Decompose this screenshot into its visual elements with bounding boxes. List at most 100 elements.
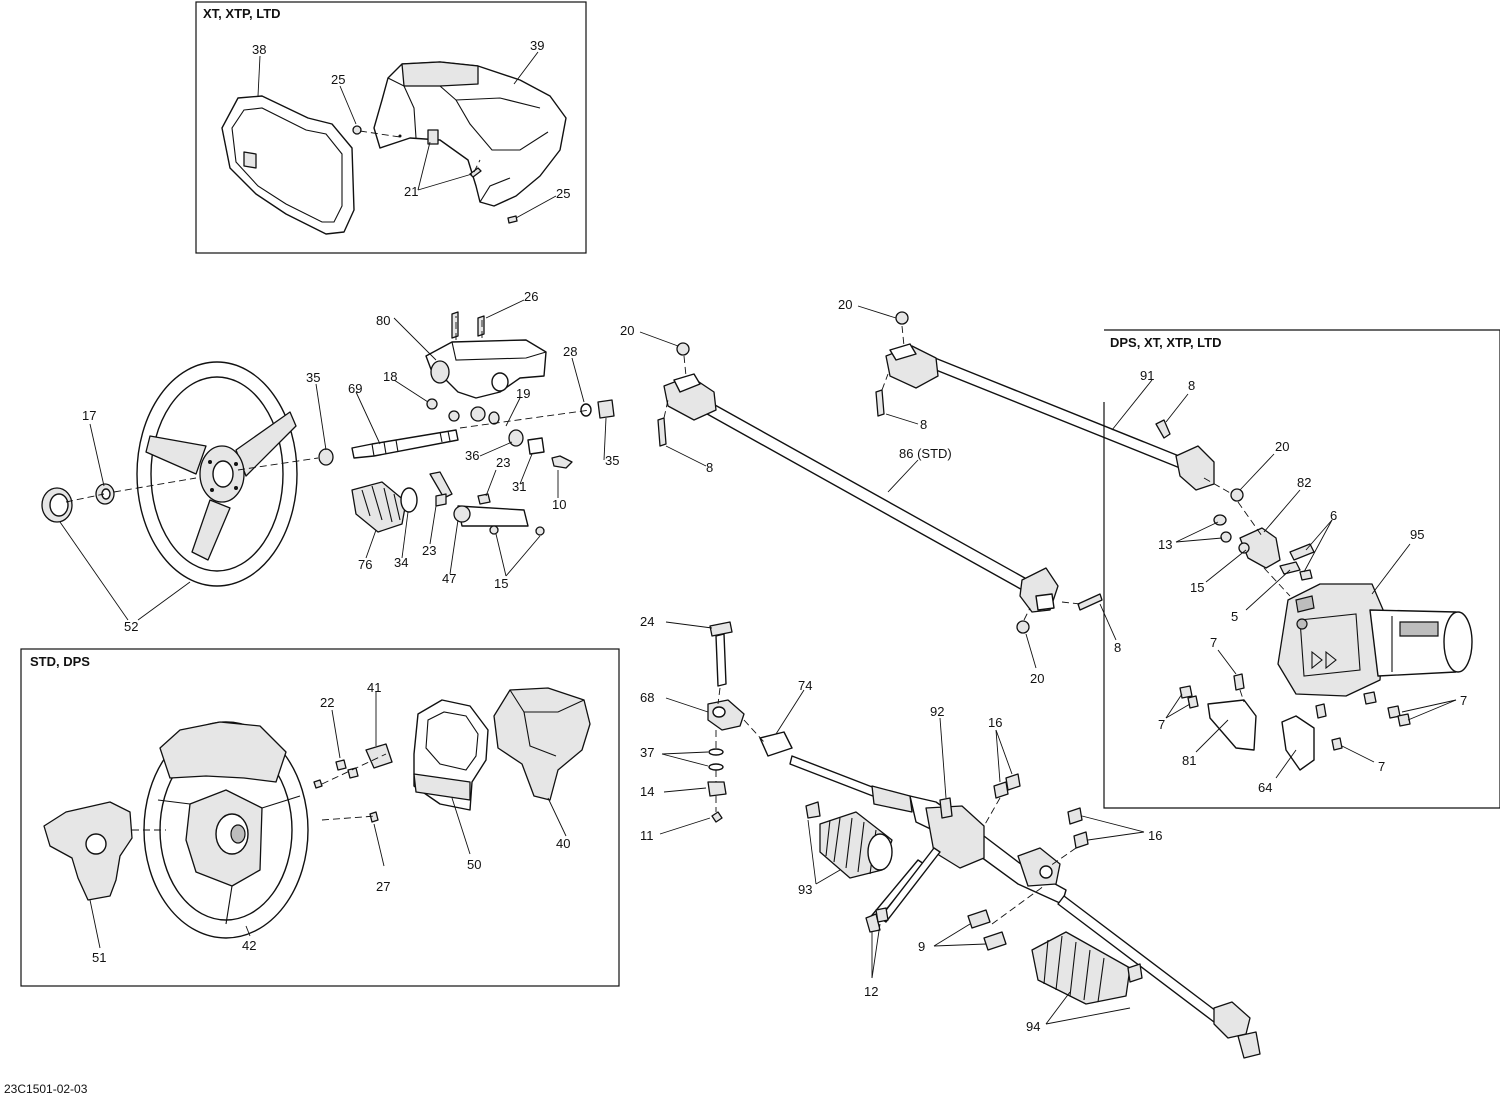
callout-24: 24 (640, 614, 654, 629)
callout-41: 41 (367, 680, 381, 695)
callout-14: 14 (640, 784, 654, 799)
gauge-bezel-std-part (413, 699, 489, 811)
callout-25-lower: 25 (556, 186, 570, 201)
screw-27-part (369, 811, 379, 823)
callout-50: 50 (467, 857, 481, 872)
steering-wheel-assembly: 17 52 35 69 80 26 18 28 19 35 36 23 31 1… (41, 289, 619, 634)
callout-47: 47 (442, 571, 456, 586)
pin-11-part (711, 811, 723, 823)
bushing-35-right-part (597, 399, 615, 419)
callout-95: 95 (1410, 527, 1424, 542)
nut-20-d-part (1230, 488, 1244, 502)
callout-51: 51 (92, 950, 106, 965)
box-title-dps: DPS, XT, XTP, LTD (1110, 335, 1221, 350)
callout-93: 93 (798, 882, 812, 897)
steering-wheel-part (136, 361, 298, 587)
callout-25-upper: 25 (331, 72, 345, 87)
callout-76: 76 (358, 557, 372, 572)
callout-20-b: 20 (1030, 671, 1044, 686)
bellow-94-part (1031, 931, 1131, 1005)
callout-86: 86 (STD) (899, 446, 952, 461)
callout-94: 94 (1026, 1019, 1040, 1034)
callout-35-right: 35 (605, 453, 619, 468)
callout-17: 17 (82, 408, 96, 423)
callout-18: 18 (383, 369, 397, 384)
clamp-94-part (1127, 963, 1143, 983)
intermediate-shaft-dps: 20 8 (838, 297, 1215, 491)
column-bracket-part (425, 311, 547, 399)
callout-9: 9 (918, 939, 925, 954)
callout-34: 34 (394, 555, 408, 570)
box-title-std-dps: STD, DPS (30, 654, 90, 669)
callout-37: 37 (640, 745, 654, 760)
callout-26: 26 (524, 289, 538, 304)
callout-7-c: 7 (1460, 693, 1467, 708)
horn-switch-41-part (365, 743, 393, 769)
callout-19: 19 (516, 386, 530, 401)
screw-22-part (335, 759, 347, 771)
callout-13: 13 (1158, 537, 1172, 552)
callout-23-upper: 23 (496, 455, 510, 470)
callout-40: 40 (556, 836, 570, 851)
washer-37-b-part (708, 763, 724, 771)
box-dps: DPS, XT, XTP, LTD (1103, 329, 1500, 809)
column-cover-part (373, 61, 567, 207)
callout-23-lower: 23 (422, 543, 436, 558)
box-std-dps: STD, DPS (20, 648, 620, 987)
nut-18-part (426, 398, 438, 410)
shaft-86-part (699, 399, 1033, 593)
callout-16-upper: 16 (988, 715, 1002, 730)
callout-15-right: 15 (1190, 580, 1204, 595)
callout-31: 31 (512, 479, 526, 494)
nut-14-part (707, 781, 727, 797)
callout-35-left: 35 (306, 370, 320, 385)
box-xt-xtp-ltd: XT, XTP, LTD (195, 1, 587, 254)
callout-7-a: 7 (1210, 635, 1217, 650)
bolt-24-part (709, 621, 733, 637)
washer-28-part (580, 403, 592, 417)
box-title-xt-xtp-ltd: XT, XTP, LTD (203, 6, 281, 21)
callout-68: 68 (640, 690, 654, 705)
callout-10: 10 (552, 497, 566, 512)
washer-37-a-part (708, 748, 724, 756)
bellow-76-part (351, 481, 407, 533)
callout-8-a: 8 (706, 460, 713, 475)
ring-34-part (400, 487, 418, 513)
callout-36: 36 (465, 448, 479, 463)
callout-27: 27 (376, 879, 390, 894)
callout-80: 80 (376, 313, 390, 328)
steering-column-part (351, 429, 459, 459)
callout-92: 92 (930, 704, 944, 719)
callout-20-a: 20 (620, 323, 634, 338)
bracket-81-part (1207, 699, 1257, 751)
bolt-8-c-part (875, 389, 885, 417)
callout-52: 52 (124, 619, 138, 634)
callout-22: 22 (320, 695, 334, 710)
callout-69: 69 (348, 381, 362, 396)
callout-15-left: 15 (494, 576, 508, 591)
callout-20-c: 20 (838, 297, 852, 312)
callout-8-c: 8 (920, 417, 927, 432)
callout-21: 21 (404, 184, 418, 199)
callout-7-d: 7 (1378, 759, 1385, 774)
bolt-8-a-part (657, 417, 667, 447)
callout-8-d: 8 (1188, 378, 1195, 393)
rack-housing-part (909, 795, 1067, 905)
callout-82: 82 (1297, 475, 1311, 490)
column-cover-std-part (493, 687, 591, 801)
bushing-35-part (318, 448, 334, 466)
bolt-8-d-part (1155, 419, 1171, 439)
sleeve-74-part (759, 731, 793, 757)
callout-91: 91 (1140, 368, 1154, 383)
joint-82-part (1239, 527, 1281, 569)
callout-11: 11 (640, 828, 654, 843)
bellow-93-part (819, 811, 893, 879)
callout-6: 6 (1330, 508, 1337, 523)
callout-39: 39 (530, 38, 544, 53)
callout-38: 38 (252, 42, 266, 57)
callout-74: 74 (798, 678, 812, 693)
screw-25-lower (507, 215, 518, 224)
callout-12: 12 (864, 984, 878, 999)
steering-rack-assembly: 24 68 74 37 14 11 92 16 16 93 9 12 94 (640, 614, 1261, 1059)
